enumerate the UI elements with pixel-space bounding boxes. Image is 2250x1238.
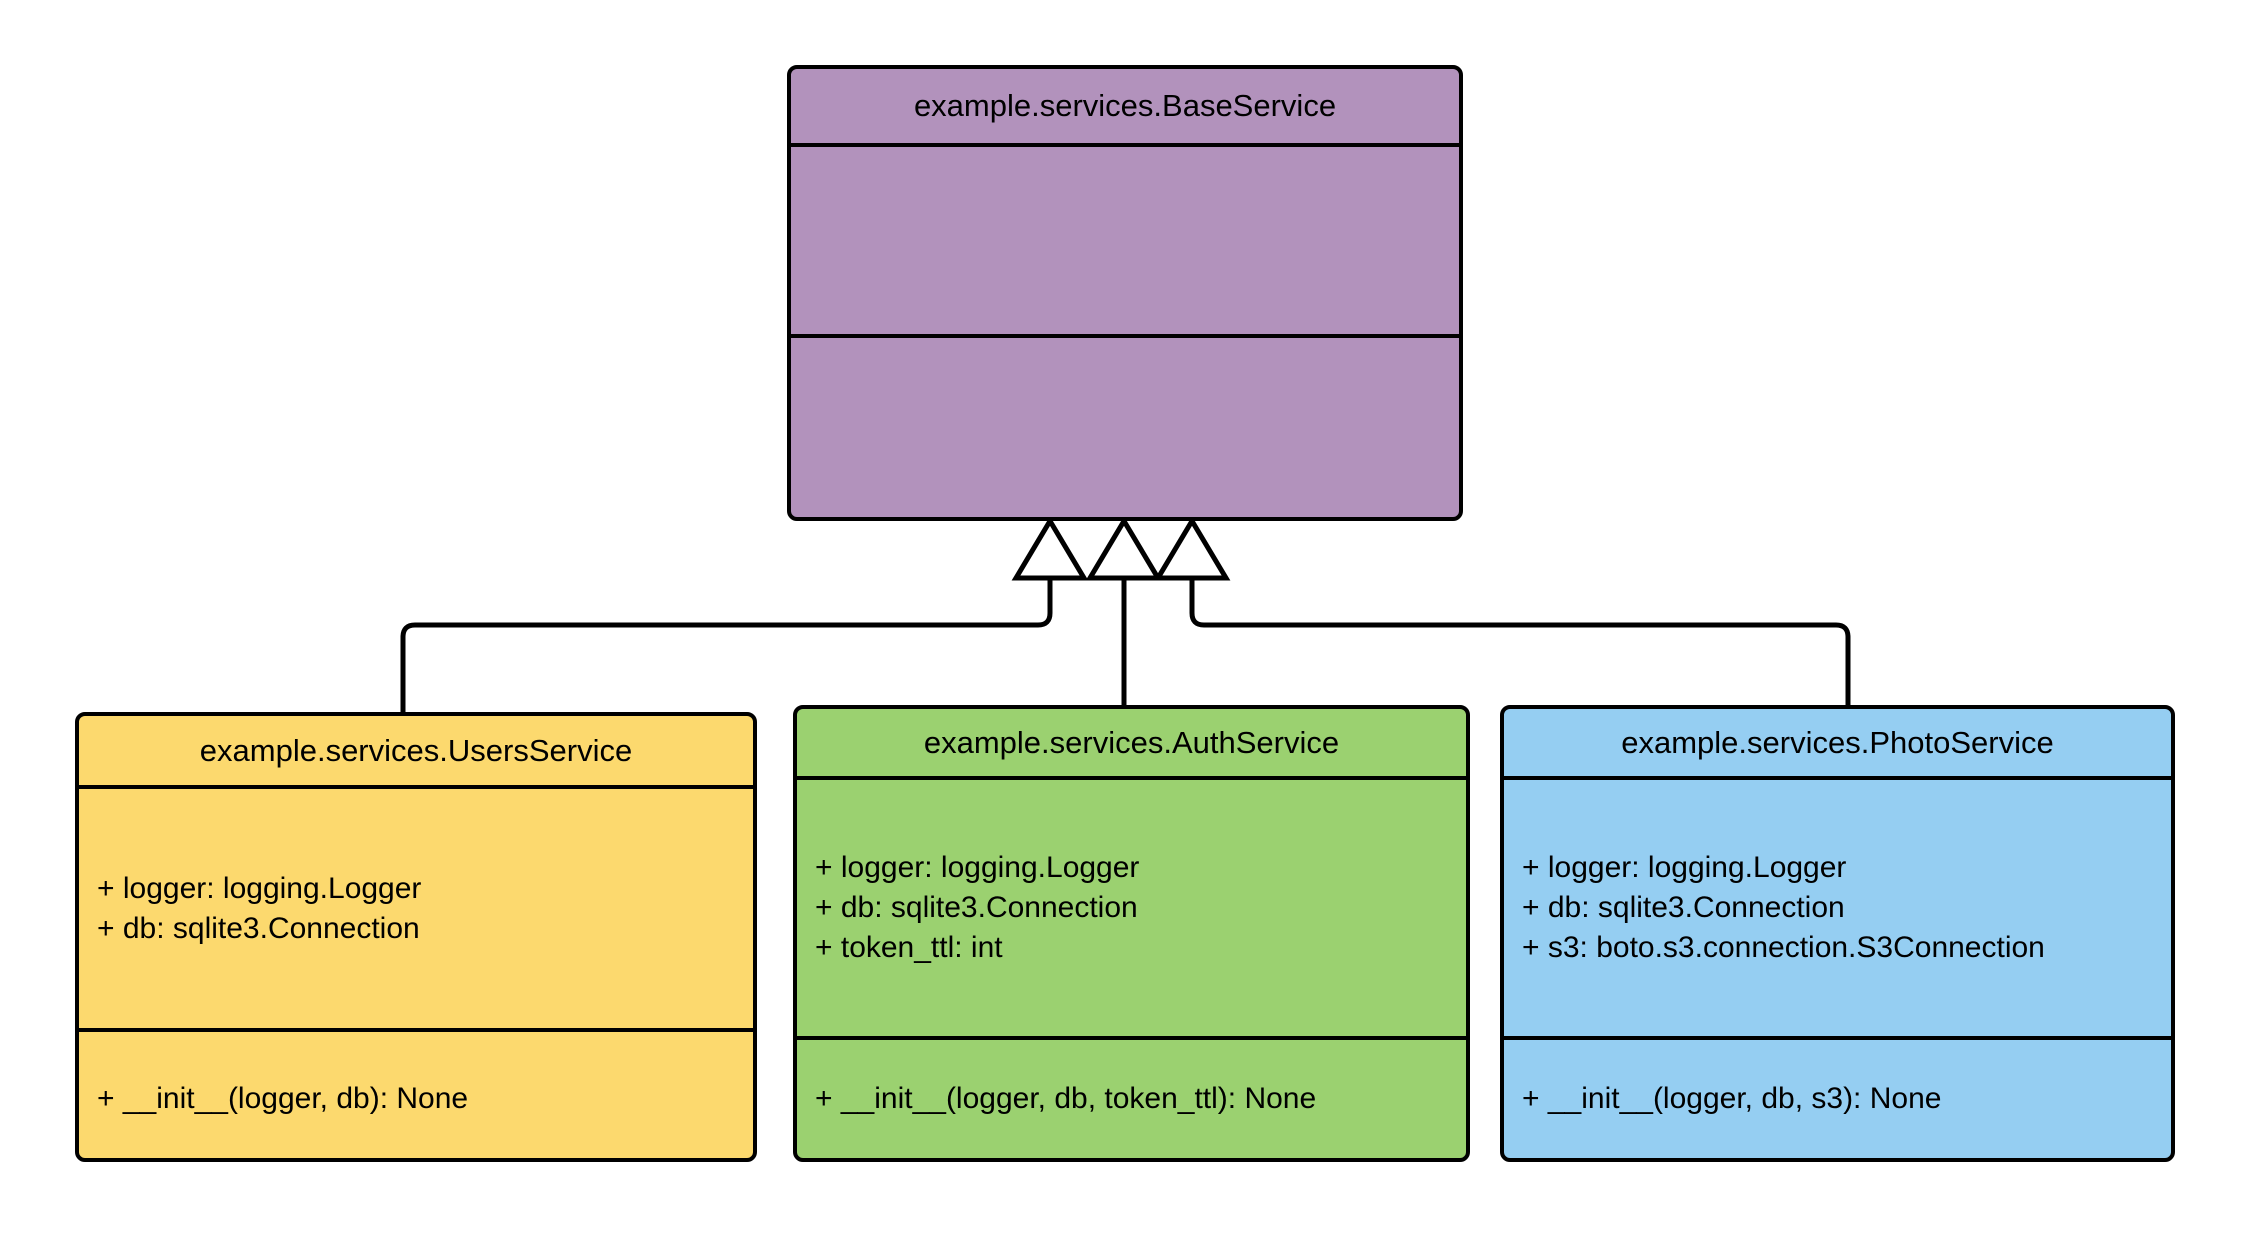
class-methods-users-service: + __init__(logger, db): None <box>79 1032 753 1158</box>
class-name-auth-service: example.services.AuthService <box>797 709 1466 780</box>
class-attribute: + s3: boto.s3.connection.S3Connection <box>1522 931 2045 964</box>
class-attributes-base-service <box>791 147 1459 338</box>
class-name-base-service: example.services.BaseService <box>791 69 1459 147</box>
class-attribute: + token_ttl: int <box>815 931 1003 964</box>
class-attribute: + db: sqlite3.Connection <box>97 911 420 945</box>
class-attribute: + db: sqlite3.Connection <box>815 891 1138 924</box>
class-attribute: + logger: logging.Logger <box>815 851 1140 884</box>
class-method: + __init__(logger, db): None <box>97 1082 469 1115</box>
class-methods-auth-service: + __init__(logger, db, token_ttl): None <box>797 1040 1466 1158</box>
class-method: + __init__(logger, db, token_ttl): None <box>815 1082 1317 1115</box>
class-methods-base-service <box>791 338 1459 517</box>
class-attribute: + logger: logging.Logger <box>1522 851 1847 884</box>
class-name-photo-service: example.services.PhotoService <box>1504 709 2171 780</box>
class-attributes-auth-service: + logger: logging.Logger + db: sqlite3.C… <box>797 780 1466 1040</box>
class-box-photo-service[interactable]: example.services.PhotoService + logger: … <box>1500 705 2175 1162</box>
class-methods-photo-service: + __init__(logger, db, s3): None <box>1504 1040 2171 1158</box>
class-box-users-service[interactable]: example.services.UsersService + logger: … <box>75 712 757 1162</box>
inheritance-arrowhead-users-service <box>1011 516 1089 581</box>
inheritance-arrowhead-auth-service <box>1085 516 1163 581</box>
class-attribute: + db: sqlite3.Connection <box>1522 891 1845 924</box>
class-method: + __init__(logger, db, s3): None <box>1522 1082 1942 1115</box>
class-attributes-photo-service: + logger: logging.Logger + db: sqlite3.C… <box>1504 780 2171 1040</box>
inheritance-edge-users-service <box>400 576 1053 712</box>
inheritance-edge-photo-service <box>1189 576 1851 705</box>
class-box-auth-service[interactable]: example.services.AuthService + logger: l… <box>793 705 1470 1162</box>
class-attributes-users-service: + logger: logging.Logger + db: sqlite3.C… <box>79 789 753 1032</box>
class-attribute: + logger: logging.Logger <box>97 871 422 905</box>
inheritance-arrowhead-photo-service <box>1153 516 1231 581</box>
class-name-users-service: example.services.UsersService <box>79 716 753 789</box>
class-box-base-service[interactable]: example.services.BaseService <box>787 65 1463 521</box>
